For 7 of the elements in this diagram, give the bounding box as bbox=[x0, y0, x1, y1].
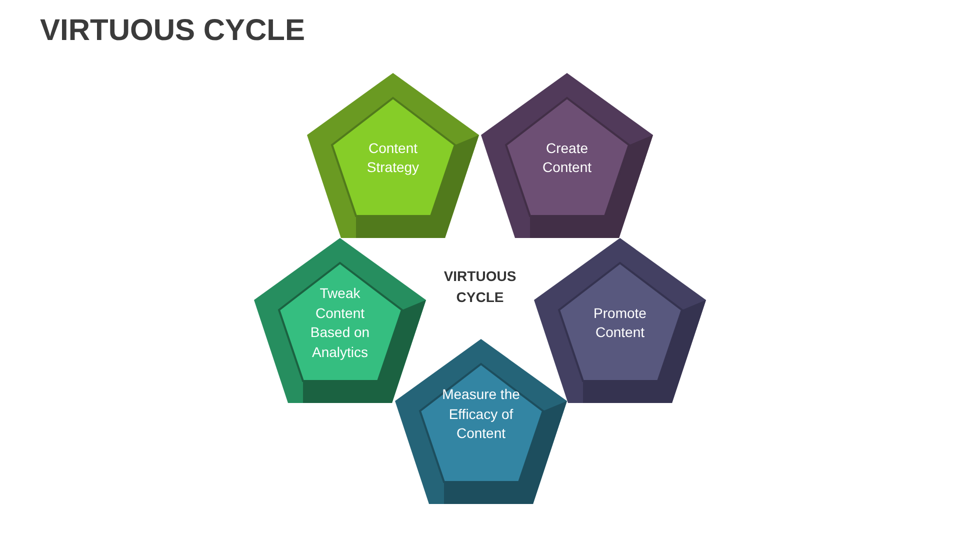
node-label: Create Content bbox=[541, 138, 593, 177]
center-label: VIRTUOUS CYCLE bbox=[442, 267, 518, 307]
node-label: Tweak Content Based on Analytics bbox=[309, 284, 371, 362]
node-label: Content Strategy bbox=[366, 138, 420, 177]
node-label: Promote Content bbox=[592, 304, 648, 342]
node-label: Measure the Efficacy of Content bbox=[441, 385, 521, 443]
page-title: VIRTUOUS CYCLE bbox=[40, 14, 306, 48]
